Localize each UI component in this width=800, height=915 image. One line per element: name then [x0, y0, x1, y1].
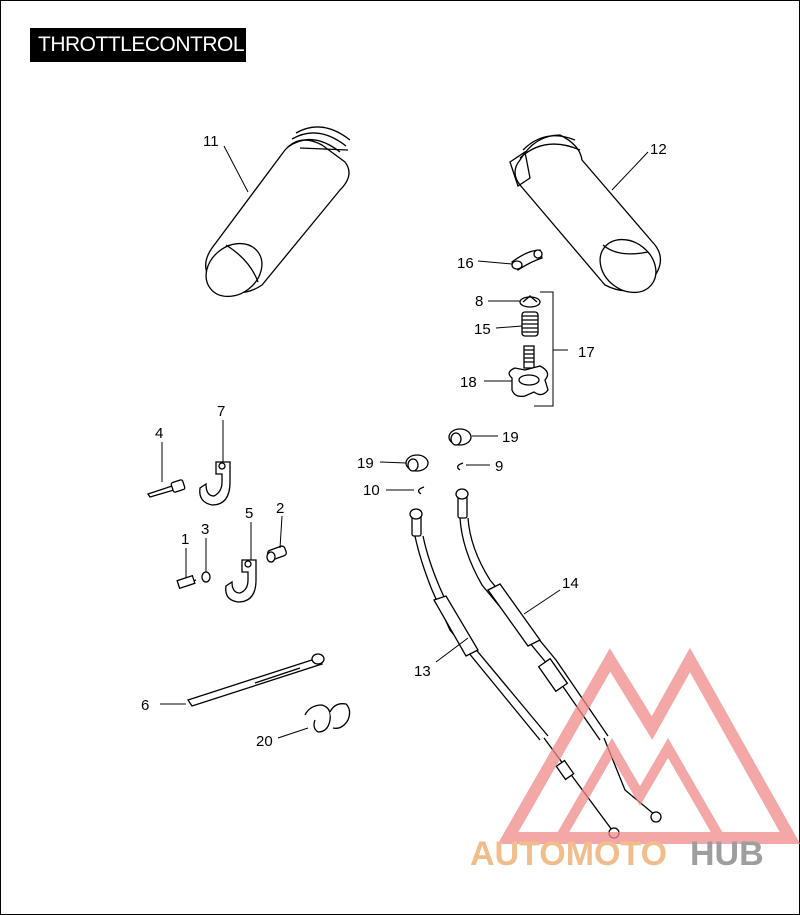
callout-19-upper: 19	[502, 429, 519, 446]
part-1-screw	[176, 574, 197, 590]
callout-8: 8	[475, 293, 483, 310]
callout-13: 13	[414, 663, 431, 680]
leader-14	[523, 589, 561, 615]
part-7-clamp	[199, 461, 231, 506]
callout-7: 7	[217, 403, 225, 420]
leader-20	[277, 727, 309, 739]
callout-3: 3	[201, 521, 209, 538]
callout-9: 9	[495, 458, 503, 475]
bracket-17	[534, 291, 554, 407]
part-10-clip	[417, 486, 425, 495]
callout-4: 4	[155, 425, 163, 442]
part-19-lower	[405, 454, 429, 472]
part-18-adjuster	[508, 345, 549, 398]
diagram-title: THROTTLECONTROL	[30, 28, 246, 62]
leader-2	[279, 515, 283, 549]
grip-right	[509, 134, 662, 294]
part-9-clip	[456, 462, 464, 471]
part-16-clip	[511, 249, 543, 271]
callout-18: 18	[460, 374, 477, 391]
callout-11: 11	[203, 133, 219, 150]
leader-19-lower	[379, 461, 407, 464]
part-6-cable-tie	[186, 653, 325, 707]
part-5-clamp	[225, 559, 257, 603]
callout-14: 14	[562, 575, 579, 592]
part-19-upper	[448, 428, 472, 446]
callout-17: 17	[578, 344, 595, 361]
part-8-ferrule	[519, 295, 541, 308]
leader-11	[223, 145, 249, 193]
part-2-spacer	[266, 545, 287, 563]
leader-13	[435, 637, 469, 663]
callout-15: 15	[474, 321, 491, 338]
leader-15	[495, 325, 523, 329]
grip-left	[205, 126, 351, 298]
callout-1: 1	[181, 531, 189, 548]
callout-10: 10	[363, 482, 380, 499]
callout-20: 20	[256, 733, 273, 750]
callout-19-lower: 19	[357, 455, 374, 472]
leader-16	[477, 260, 513, 265]
leader-12	[611, 151, 649, 191]
callout-12: 12	[650, 141, 667, 158]
watermark-text-secondary: HUB	[690, 835, 764, 873]
callout-16: 16	[457, 255, 474, 272]
watermark-logo	[497, 647, 800, 844]
callout-6: 6	[141, 697, 149, 714]
callout-2: 2	[276, 500, 284, 517]
part-3-washer	[201, 571, 211, 583]
part-4-pin	[146, 479, 186, 498]
part-15-spring	[521, 311, 539, 337]
cable-14	[455, 488, 662, 823]
part-20-clip	[304, 703, 351, 733]
watermark-text-primary: AUTOMOTO	[470, 835, 667, 873]
callout-5: 5	[245, 505, 253, 522]
